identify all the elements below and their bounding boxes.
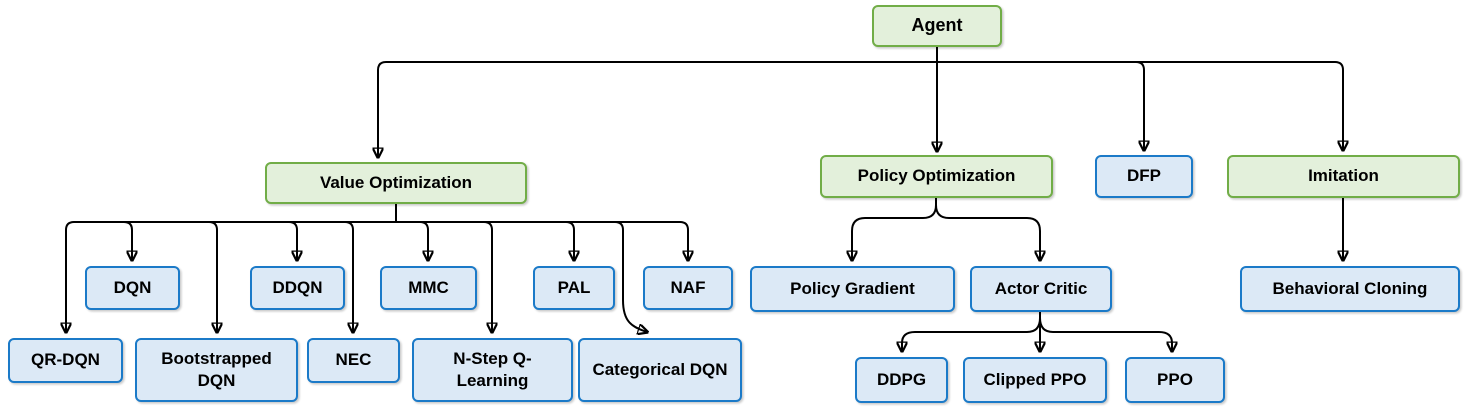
node-behavioral-cloning: Behavioral Cloning [1240, 266, 1460, 312]
node-mmc: MMC [380, 266, 477, 310]
node-imitation: Imitation [1227, 155, 1460, 198]
node-policy-gradient: Policy Gradient [750, 266, 955, 312]
node-ppo: PPO [1125, 357, 1225, 403]
connector-policy-optimization-children [852, 197, 1040, 260]
node-policy-optimization: Policy Optimization [820, 155, 1053, 198]
node-nstep-q-learning: N-Step Q-Learning [412, 338, 573, 402]
node-bootstrapped-dqn: Bootstrapped DQN [135, 338, 298, 402]
node-naf: NAF [643, 266, 733, 310]
node-qr-dqn: QR-DQN [8, 338, 123, 383]
connector-agent-children [378, 46, 1343, 157]
node-nec: NEC [307, 338, 400, 383]
node-clipped-ppo: Clipped PPO [963, 357, 1107, 403]
node-categorical-dqn: Categorical DQN [578, 338, 742, 402]
node-ddqn: DDQN [250, 266, 345, 310]
node-dfp: DFP [1095, 155, 1193, 198]
node-pal: PAL [533, 266, 615, 310]
connector-actor-critic-children [902, 311, 1172, 351]
node-ddpg: DDPG [855, 357, 948, 403]
node-actor-critic: Actor Critic [970, 266, 1112, 312]
node-dqn: DQN [85, 266, 180, 310]
connector-value-optimization-children [66, 203, 688, 332]
node-value-optimization: Value Optimization [265, 162, 527, 204]
node-agent: Agent [872, 5, 1002, 47]
